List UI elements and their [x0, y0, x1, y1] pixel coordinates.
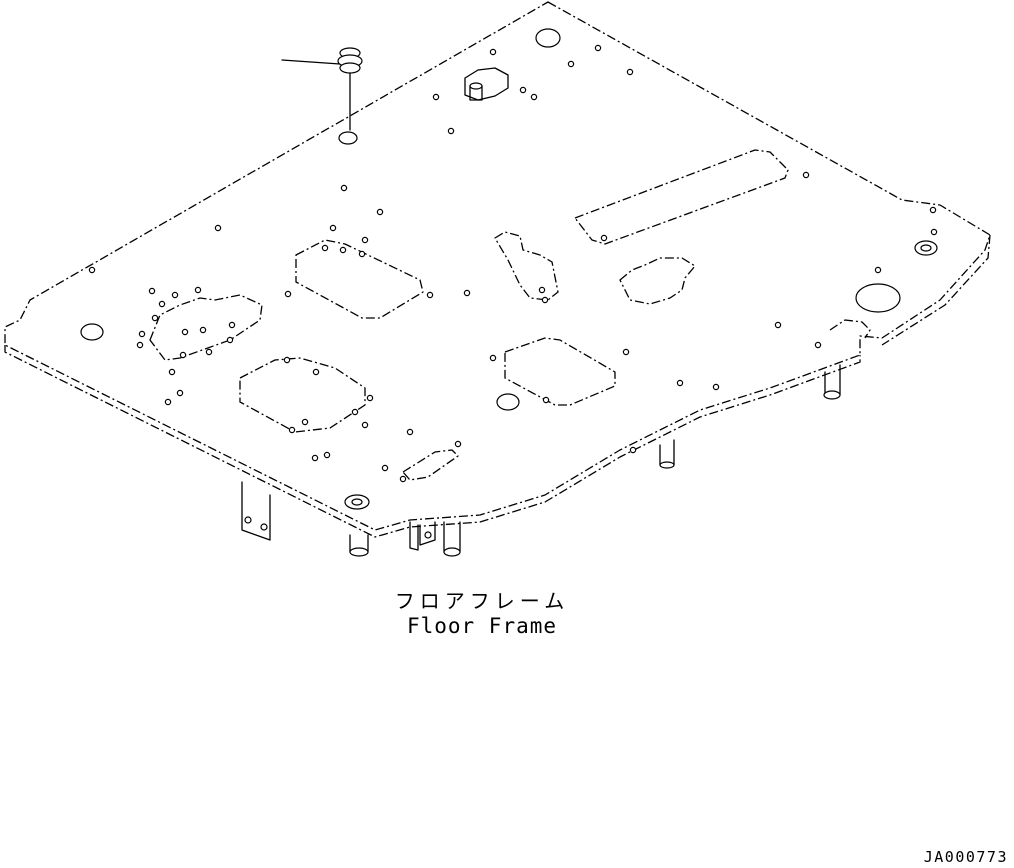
small-hole	[432, 93, 440, 101]
top-bracket	[469, 82, 483, 101]
small-hole	[530, 93, 538, 101]
small-hole	[358, 250, 366, 258]
small-hole	[814, 341, 822, 349]
leg-right	[823, 364, 841, 400]
small-hole	[712, 383, 720, 391]
small-hole	[88, 266, 96, 274]
small-hole	[774, 321, 782, 329]
small-hole	[301, 418, 309, 426]
small-hole	[164, 398, 172, 406]
notch-right	[829, 319, 871, 339]
small-hole	[199, 326, 207, 334]
small-hole	[629, 446, 637, 454]
small-slot-bottom	[402, 449, 459, 481]
small-hole	[151, 314, 159, 322]
small-hole	[381, 464, 389, 472]
small-hole	[538, 286, 546, 294]
small-hole	[226, 336, 234, 344]
small-hole	[366, 394, 374, 402]
top-boss-cutout	[464, 67, 509, 101]
leg-middle-right	[659, 439, 675, 469]
caption-english: Floor Frame	[407, 614, 557, 638]
small-hole	[194, 286, 202, 294]
small-hole	[283, 356, 291, 364]
small-hole	[179, 351, 187, 359]
small-hole	[489, 48, 497, 56]
grommet-right	[914, 240, 938, 256]
small-hole	[676, 379, 684, 387]
small-hole	[594, 44, 602, 52]
small-hole	[339, 246, 347, 254]
slot-long-right	[574, 149, 789, 245]
cutout-left-stepped	[149, 294, 263, 361]
small-hole	[489, 354, 497, 362]
small-hole	[205, 348, 213, 356]
grommet-part	[281, 47, 363, 145]
small-hole	[929, 206, 937, 214]
leg-bottom-center	[443, 521, 461, 557]
leg-bottom-left	[349, 534, 369, 557]
floor-plate-thickness-edge	[4, 345, 861, 538]
small-hole	[284, 290, 292, 298]
small-hole	[626, 68, 634, 76]
small-hole	[323, 451, 331, 459]
small-hole	[176, 389, 184, 397]
drawing-code: JA000773	[924, 848, 1008, 866]
keyhole-cutout	[619, 257, 696, 305]
small-hole	[138, 330, 146, 338]
grommet-bottom	[344, 494, 370, 510]
small-hole	[351, 408, 359, 416]
floor-plate-right-edge	[881, 234, 991, 346]
small-hole	[228, 321, 236, 329]
small-hole	[361, 236, 369, 244]
small-hole	[541, 296, 549, 304]
small-hole	[136, 341, 144, 349]
small-hole	[454, 440, 462, 448]
small-hole	[288, 426, 296, 434]
small-hole	[340, 184, 348, 192]
small-hole	[567, 60, 575, 68]
bracket-bottom-center	[409, 521, 436, 551]
small-hole	[399, 475, 407, 483]
small-hole	[312, 368, 320, 376]
small-hole	[622, 348, 630, 356]
slot-bent-center	[494, 231, 559, 301]
small-hole	[311, 454, 319, 462]
large-hole-right	[855, 283, 901, 313]
small-hole	[802, 171, 810, 179]
small-hole	[406, 428, 414, 436]
small-hole	[171, 291, 179, 299]
small-hole	[930, 228, 938, 236]
caption-japanese: フロアフレーム	[395, 589, 569, 613]
mount-bracket-left	[241, 481, 271, 541]
cutout-top-center	[295, 239, 424, 319]
small-hole	[426, 291, 434, 299]
small-hole	[447, 127, 455, 135]
small-hole	[376, 208, 384, 216]
small-hole	[329, 224, 337, 232]
large-hole-left	[80, 323, 104, 341]
small-hole	[600, 234, 608, 242]
large-hole-top	[535, 28, 561, 48]
small-hole	[168, 368, 176, 376]
small-hole	[148, 287, 156, 295]
small-hole	[519, 86, 527, 94]
large-hole-lower	[496, 393, 520, 411]
small-hole	[158, 300, 166, 308]
small-hole	[181, 328, 189, 336]
small-holes	[88, 44, 938, 483]
small-hole	[321, 244, 329, 252]
small-hole	[874, 266, 882, 274]
floor-plate-outline	[4, 1, 991, 531]
cutout-lower-center	[504, 337, 616, 406]
small-hole	[463, 289, 471, 297]
small-hole	[542, 396, 550, 404]
small-hole	[361, 421, 369, 429]
small-hole	[214, 224, 222, 232]
